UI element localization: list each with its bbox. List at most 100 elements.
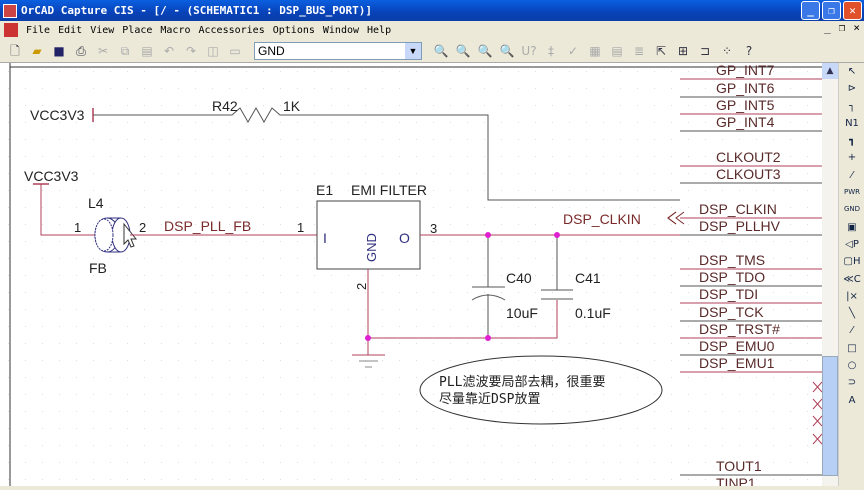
save-icon[interactable]: ■ — [53, 43, 65, 58]
vcc-label-1: VCC3V3 — [30, 107, 85, 123]
port-label[interactable]: DSP_TDO — [699, 269, 765, 285]
port-label[interactable]: DSP_TCK — [699, 304, 764, 320]
netlist-icon[interactable]: ▦ — [589, 43, 601, 58]
ellipse-icon[interactable]: ○ — [847, 360, 857, 372]
junction-icon[interactable]: + — [847, 152, 857, 164]
power-icon[interactable]: PWR — [843, 188, 860, 197]
zoom-in-icon[interactable]: 🔍 — [433, 43, 449, 58]
select-icon[interactable]: ↖ — [847, 66, 857, 77]
menu-window[interactable]: Window — [322, 24, 360, 36]
line-icon[interactable]: ╲ — [848, 308, 856, 320]
port-label[interactable]: GP_INT5 — [716, 97, 775, 113]
vertical-scrollbar[interactable]: ▲ — [822, 63, 838, 486]
part-icon[interactable]: ⊳ — [847, 83, 857, 95]
back-annotate-icon[interactable]: ‡ — [548, 43, 554, 58]
schematic-canvas[interactable]: VCC3V3 R42 1K VCC3V3 L4 1 FB 2 DSP_PLL_F… — [0, 62, 823, 490]
menu-macro[interactable]: Macro — [160, 24, 191, 36]
capacitor-c40[interactable] — [471, 235, 506, 338]
bus-icon[interactable]: ┓ — [848, 135, 856, 147]
crossref-icon[interactable]: ▤ — [611, 43, 623, 58]
chevron-down-icon[interactable]: ▼ — [405, 42, 421, 59]
doc-restore-button[interactable]: ❐ — [838, 21, 846, 34]
doc-close-button[interactable]: × — [853, 21, 860, 34]
menu-bar: File Edit View Place Macro Accessories O… — [0, 21, 864, 39]
wire-vcc-l4[interactable] — [40, 184, 95, 236]
net-alias-icon[interactable]: N1 — [845, 117, 859, 129]
minimize-button[interactable]: _ — [801, 1, 820, 20]
select-icon[interactable]: ⇱ — [655, 43, 667, 58]
scrollbar-thumb[interactable] — [822, 356, 838, 476]
copy-icon[interactable]: ⧉ — [120, 43, 130, 58]
zoom-out-icon[interactable]: 🔍 — [455, 43, 471, 58]
port-label[interactable]: DSP_PLLHV — [699, 218, 781, 234]
c40-value: 10uF — [506, 305, 538, 321]
capacitor-c41[interactable] — [541, 235, 573, 300]
menu-accessories[interactable]: Accessories — [198, 24, 265, 36]
polyline-icon[interactable]: ⁄ — [851, 325, 853, 337]
no-connect-icon[interactable]: |× — [846, 290, 858, 302]
scroll-up-arrow[interactable]: ▲ — [822, 63, 838, 79]
netgroup-icon[interactable]: ⁘ — [721, 43, 733, 58]
c40-ref: C40 — [506, 270, 532, 286]
text-icon[interactable]: A — [848, 394, 856, 406]
e1-out-pin-label: O — [399, 230, 410, 246]
ground-icon[interactable]: GND — [843, 205, 861, 214]
port-label[interactable]: DSP_EMU0 — [699, 338, 775, 354]
port-label[interactable]: DSP_EMU1 — [699, 355, 775, 371]
window-icon[interactable]: ▭ — [229, 43, 241, 58]
wire-icon[interactable]: ┐ — [848, 100, 856, 112]
new-icon[interactable]: 🗋 — [10, 43, 20, 58]
port-label[interactable]: DSP_TRST# — [699, 321, 780, 337]
close-button[interactable]: ✕ — [843, 1, 862, 20]
print-icon[interactable]: ⎙ — [76, 43, 86, 58]
port-label[interactable]: DSP_TMS — [699, 252, 765, 268]
port-label[interactable]: GP_INT6 — [716, 80, 775, 96]
menu-edit[interactable]: Edit — [58, 24, 83, 36]
r42-resistor-wire[interactable] — [93, 106, 680, 201]
cut-icon[interactable]: ✂ — [97, 43, 109, 58]
drc-icon[interactable]: ✓ — [567, 43, 579, 58]
rectangle-icon[interactable]: □ — [847, 342, 857, 354]
port-label[interactable]: TOUT1 — [716, 458, 762, 474]
c41-value: 0.1uF — [575, 305, 611, 321]
port-label[interactable]: DSP_CLKIN — [699, 201, 777, 217]
ferrite-bead-l4[interactable] — [94, 217, 131, 253]
menu-view[interactable]: View — [90, 24, 115, 36]
redo-icon[interactable]: ↷ — [185, 43, 197, 58]
doc-minimize-button[interactable]: _ — [824, 21, 831, 34]
port-label[interactable]: DSP_TDI — [699, 286, 758, 302]
help-icon[interactable]: ? — [745, 43, 753, 58]
no-connect-marks — [812, 381, 823, 445]
zoom-all-icon[interactable]: 🔍 — [499, 43, 515, 58]
hierarchical-port-icon[interactable]: ◁P — [845, 238, 859, 250]
part-select[interactable]: GND▼ — [254, 41, 422, 60]
comment-ellipse[interactable] — [419, 355, 663, 425]
split-icon[interactable]: ◫ — [207, 43, 219, 58]
menu-place[interactable]: Place — [122, 24, 153, 36]
menu-options[interactable]: Options — [272, 24, 315, 36]
menu-file[interactable]: File — [26, 24, 51, 36]
port-label[interactable]: GP_INT4 — [716, 114, 775, 130]
restore-button[interactable]: ❐ — [822, 1, 841, 20]
undo-icon[interactable]: ↶ — [163, 43, 175, 58]
wire-gnd[interactable] — [367, 269, 558, 339]
annotate-icon[interactable]: U? — [521, 43, 537, 58]
toolbar: 🗋 ▰ ■ ⎙ ✂ ⧉ ▤ ↶ ↷ ◫ ▭ GND▼ 🔍 🔍 🔍 🔍 U? ‡ … — [0, 39, 864, 63]
hierarchical-pin-icon[interactable]: ▢H — [843, 256, 861, 268]
pin-icon[interactable]: ⊐ — [699, 43, 711, 58]
arc-icon[interactable]: ⊃ — [847, 377, 857, 389]
paste-icon[interactable]: ▤ — [141, 43, 153, 58]
bus-entry-icon[interactable]: ⁄ — [851, 169, 853, 181]
menu-help[interactable]: Help — [367, 24, 392, 36]
c41-ref: C41 — [575, 270, 601, 286]
open-icon[interactable]: ▰ — [32, 43, 42, 58]
port-label[interactable]: CLKOUT2 — [716, 149, 781, 165]
zoom-area-icon[interactable]: 🔍 — [477, 43, 493, 58]
hierarchical-block-icon[interactable]: ▣ — [847, 221, 857, 233]
port-label[interactable]: CLKOUT3 — [716, 166, 781, 182]
port-label[interactable]: GP_INT7 — [716, 62, 775, 78]
bom-icon[interactable]: ≣ — [633, 43, 645, 58]
port-label[interactable]: TINP1 — [716, 475, 756, 490]
off-page-connector-icon[interactable]: ≪C — [843, 273, 861, 285]
part-icon[interactable]: ⊞ — [677, 43, 689, 58]
